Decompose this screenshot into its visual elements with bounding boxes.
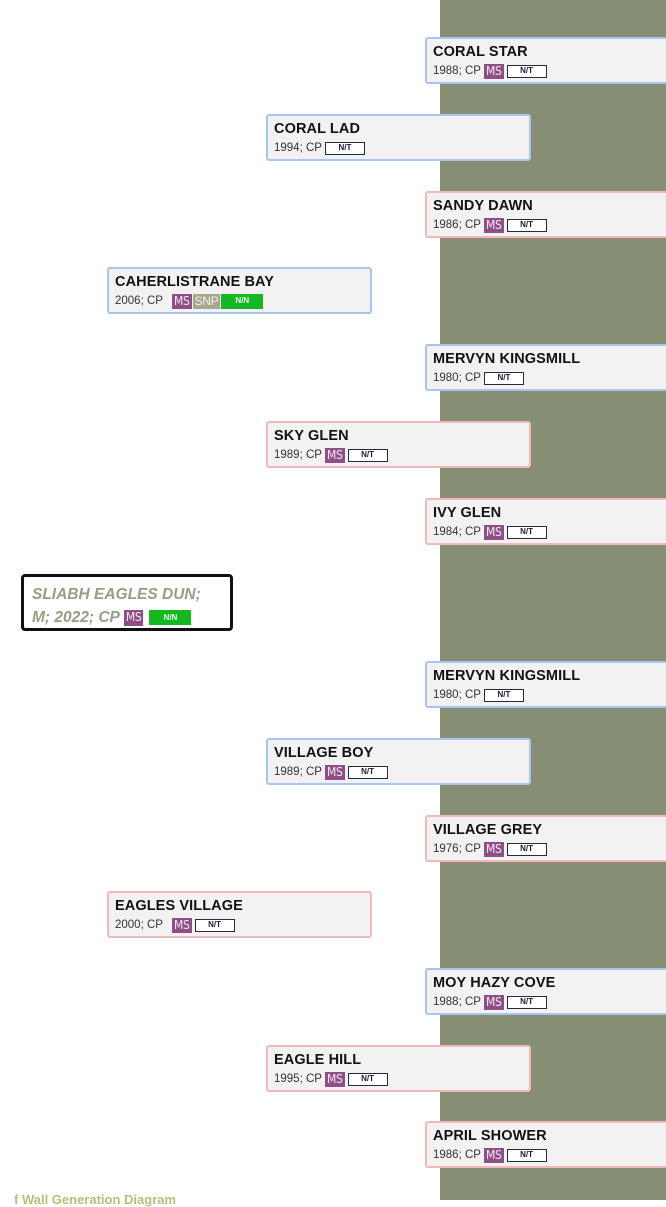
subject-name: SLIABH EAGLES DUN;: [32, 586, 201, 603]
genotype-status-badge: N/T: [506, 842, 547, 856]
pedigree-card-moy-hazy-cove[interactable]: MOY HAZY COVE 1988; CP MS N/T: [425, 968, 666, 1015]
pedigree-card-mervyn-kingsmill[interactable]: MERVYN KINGSMILL 1980; CP N/T: [425, 344, 666, 391]
horse-name: CORAL STAR: [433, 44, 528, 60]
ms-badge: MS: [171, 293, 192, 309]
genotype-status-badge: N/T: [194, 918, 235, 932]
birth-year-breed: 1988; CP: [433, 996, 481, 1008]
pedigree-card-village-grey[interactable]: VILLAGE GREY 1976; CP MS N/T: [425, 815, 666, 862]
genotype-status-badge: N/T: [506, 1148, 547, 1162]
horse-name: SKY GLEN: [274, 428, 349, 444]
pedigree-card-coral-lad[interactable]: CORAL LAD 1994; CP N/T: [266, 114, 531, 161]
pedigree-card-village-boy[interactable]: VILLAGE BOY 1989; CP MS N/T: [266, 738, 531, 785]
ms-badge: MS: [171, 917, 192, 933]
horse-meta: 1988; CP MS N/T: [433, 63, 666, 79]
ms-badge: MS: [483, 841, 504, 857]
horse-meta: 1976; CP MS N/T: [433, 841, 666, 857]
birth-year-breed: 1976; CP: [433, 843, 481, 855]
subject-details: M; 2022; CP MS N/N: [32, 606, 230, 629]
pedigree-card-caherlistrane-bay[interactable]: CAHERLISTRANE BAY 2006; CP MS SNP N/N: [107, 267, 372, 314]
birth-year-breed: 1995; CP: [274, 1073, 322, 1085]
birth-year-breed: 1980; CP: [433, 689, 481, 701]
genotype-status-badge: N/N: [149, 610, 192, 625]
genotype-status-badge: N/T: [347, 765, 388, 779]
pedigree-background-panel: [440, 0, 666, 1200]
ms-badge: MS: [483, 524, 504, 540]
genotype-status-badge: N/T: [347, 1072, 388, 1086]
genotype-status-badge: N/T: [483, 371, 524, 385]
horse-name: MERVYN KINGSMILL: [433, 351, 581, 367]
horse-meta: 1980; CP N/T: [433, 687, 666, 703]
snp-badge: SNP: [192, 293, 221, 309]
horse-meta: 1989; CP MS N/T: [274, 447, 529, 463]
birth-year-breed: 1980; CP: [433, 372, 481, 384]
birth-year-breed: 1986; CP: [433, 219, 481, 231]
pedigree-card-mervyn-kingsmill[interactable]: MERVYN KINGSMILL 1980; CP N/T: [425, 661, 666, 708]
horse-name: CAHERLISTRANE BAY: [115, 274, 275, 290]
birth-year-breed: 1989; CP: [274, 449, 322, 461]
horse-meta: 1995; CP MS N/T: [274, 1071, 529, 1087]
genotype-status-badge: N/T: [506, 64, 547, 78]
horse-meta: 1984; CP MS N/T: [433, 524, 666, 540]
genotype-status-badge: N/T: [347, 448, 388, 462]
genotype-status-badge: N/N: [221, 293, 264, 309]
pedigree-card-sandy-dawn[interactable]: SANDY DAWN 1986; CP MS N/T: [425, 191, 666, 238]
horse-name: MERVYN KINGSMILL: [433, 668, 581, 684]
birth-year-breed: 1988; CP: [433, 65, 481, 77]
ms-badge: MS: [483, 217, 504, 233]
pedigree-card-eagles-village[interactable]: EAGLES VILLAGE 2000; CP MS N/T: [107, 891, 372, 938]
horse-meta: 2000; CP MS N/T: [115, 917, 370, 933]
horse-meta: 1986; CP MS N/T: [433, 1147, 666, 1163]
birth-year-breed: 1989; CP: [274, 766, 322, 778]
subject-horse-card[interactable]: SLIABH EAGLES DUN; M; 2022; CP MS N/N: [21, 574, 233, 631]
subject-sex-year-breed: M; 2022; CP: [32, 609, 120, 626]
ms-badge: MS: [324, 447, 345, 463]
pedigree-card-ivy-glen[interactable]: IVY GLEN 1984; CP MS N/T: [425, 498, 666, 545]
horse-name: VILLAGE BOY: [274, 745, 374, 761]
birth-year-breed: 2006; CP: [115, 295, 163, 307]
ms-badge: MS: [483, 994, 504, 1010]
horse-name: CORAL LAD: [274, 121, 361, 137]
horse-name: MOY HAZY COVE: [433, 975, 556, 991]
birth-year-breed: 2000; CP: [115, 919, 163, 931]
birth-year-breed: 1986; CP: [433, 1149, 481, 1161]
ms-badge: MS: [123, 609, 144, 626]
horse-meta: 1989; CP MS N/T: [274, 764, 529, 780]
genotype-status-badge: N/T: [324, 141, 365, 155]
genotype-status-badge: N/T: [506, 218, 547, 232]
horse-name: IVY GLEN: [433, 505, 502, 521]
pedigree-card-eagle-hill[interactable]: EAGLE HILL 1995; CP MS N/T: [266, 1045, 531, 1092]
horse-name: VILLAGE GREY: [433, 822, 543, 838]
ms-badge: MS: [324, 764, 345, 780]
horse-meta: 1980; CP N/T: [433, 370, 666, 386]
genotype-status-badge: N/T: [506, 525, 547, 539]
horse-meta: 1988; CP MS N/T: [433, 994, 666, 1010]
horse-name: SANDY DAWN: [433, 198, 533, 214]
horse-name: EAGLE HILL: [274, 1052, 362, 1068]
horse-name: EAGLES VILLAGE: [115, 898, 243, 914]
birth-year-breed: 1994; CP: [274, 142, 322, 154]
genotype-status-badge: N/T: [483, 688, 524, 702]
birth-year-breed: 1984; CP: [433, 526, 481, 538]
ms-badge: MS: [483, 1147, 504, 1163]
pedigree-card-sky-glen[interactable]: SKY GLEN 1989; CP MS N/T: [266, 421, 531, 468]
ms-badge: MS: [324, 1071, 345, 1087]
horse-name: APRIL SHOWER: [433, 1128, 547, 1144]
horse-meta: 2006; CP MS SNP N/N: [115, 293, 370, 309]
ms-badge: MS: [483, 63, 504, 79]
genotype-status-badge: N/T: [506, 995, 547, 1009]
pedigree-card-coral-star[interactable]: CORAL STAR 1988; CP MS N/T: [425, 37, 666, 84]
horse-meta: 1994; CP N/T: [274, 140, 529, 156]
horse-meta: 1986; CP MS N/T: [433, 217, 666, 233]
pedigree-card-april-shower[interactable]: APRIL SHOWER 1986; CP MS N/T: [425, 1121, 666, 1168]
